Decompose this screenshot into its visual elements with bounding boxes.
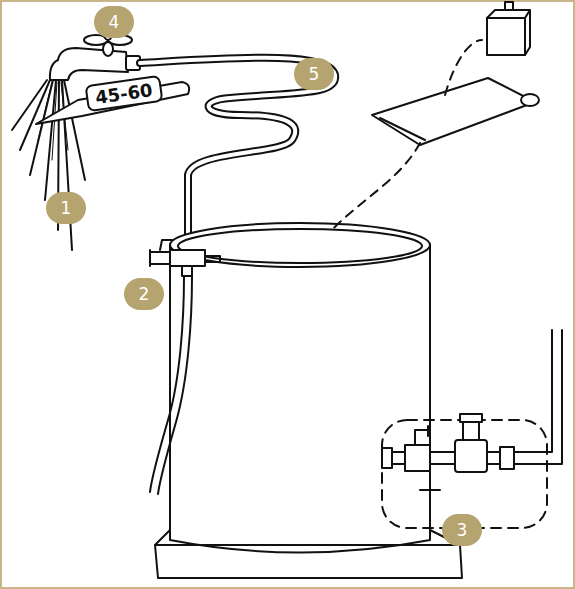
callout-number: 3 [442,514,482,546]
callout-number: 1 [46,192,86,224]
callout-number: 5 [294,58,334,90]
temperature-label: 45-60 [84,75,163,112]
callout-number: 4 [94,6,134,38]
callout-number: 2 [124,278,164,310]
